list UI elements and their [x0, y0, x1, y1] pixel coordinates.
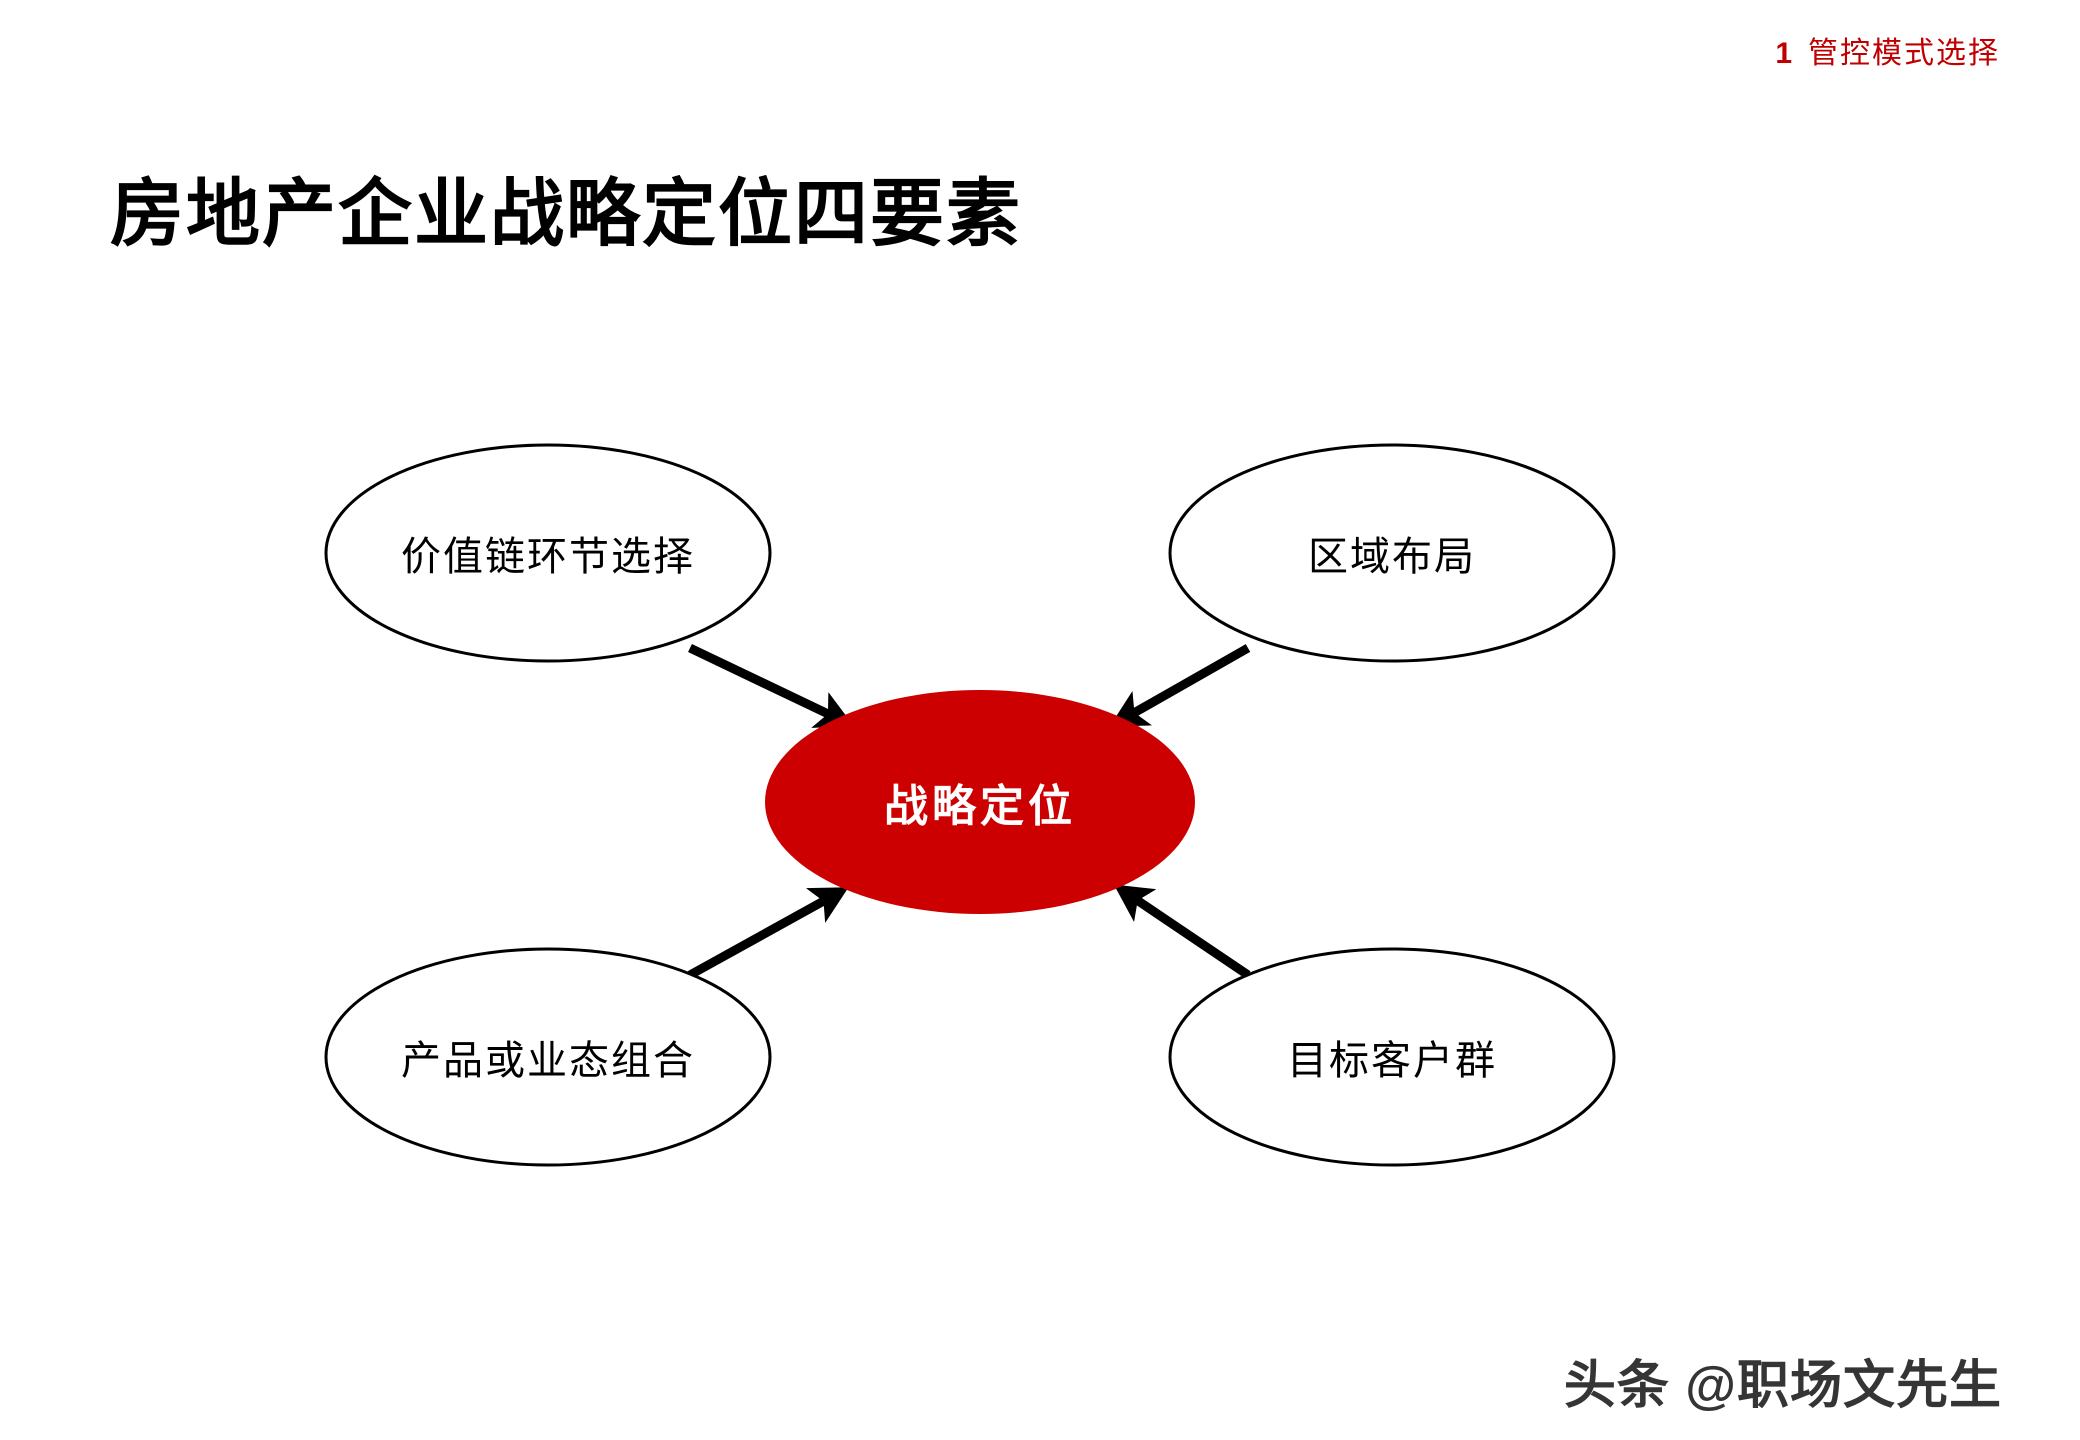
arrow-customer-to-center: [1113, 884, 1251, 979]
node-ellipse-target-customer[interactable]: [1168, 947, 1616, 1167]
page-title: 房地产企业战略定位四要素: [110, 173, 1022, 256]
section-title: 管控模式选择: [1808, 37, 2000, 70]
arrow-regional-to-center: [1109, 644, 1251, 727]
outer-nodes-group: [324, 443, 1616, 1167]
center-node-group: [765, 690, 1195, 914]
node-ellipse-value-chain[interactable]: [324, 443, 772, 663]
node-ellipse-regional-layout[interactable]: [1168, 443, 1616, 663]
section-number: 1: [1775, 37, 1792, 70]
arrow-product-to-center: [687, 887, 849, 979]
watermark: 头条 @职场文先生: [1563, 1357, 2002, 1415]
arrows-group: [687, 643, 1251, 979]
section-marker: 1 管控模式选择: [1775, 28, 2000, 72]
center-node-ellipse[interactable]: [765, 690, 1195, 914]
arrow-value-chain-to-center: [688, 643, 854, 728]
node-ellipse-product-mix[interactable]: [324, 947, 772, 1167]
